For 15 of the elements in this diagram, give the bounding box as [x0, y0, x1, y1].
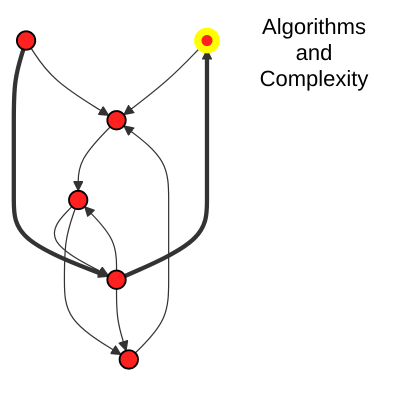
arrow — [84, 206, 118, 271]
arrow — [64, 208, 122, 356]
node-circle — [68, 190, 88, 210]
arrow — [30, 48, 110, 116]
node-circle — [118, 349, 139, 370]
arrow — [116, 288, 128, 352]
arrow — [54, 206, 109, 276]
arrow — [12, 48, 108, 278]
node-circle — [16, 30, 36, 51]
arrow — [123, 125, 170, 354]
node-circle — [106, 110, 127, 130]
node-circle — [194, 28, 220, 54]
arrow — [72, 126, 111, 192]
node-circle — [106, 270, 127, 290]
diagram-title: Algorithms and Complexity — [258, 14, 370, 92]
